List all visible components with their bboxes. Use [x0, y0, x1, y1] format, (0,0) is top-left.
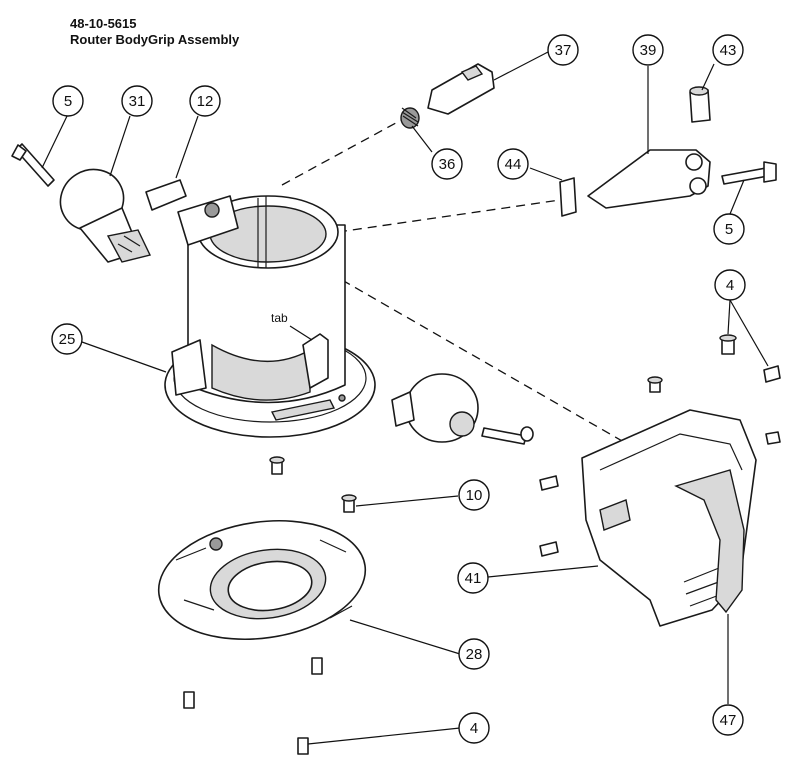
part-4-screws-upper: [647, 334, 781, 445]
callout-41: 41: [457, 562, 489, 594]
loose-screws: [183, 456, 559, 755]
part-36-spring: [400, 107, 420, 129]
part-12-label: [145, 179, 187, 211]
callout-4-lower-label: 4: [470, 720, 478, 737]
callout-4-upper: 4: [714, 269, 746, 301]
callout-44: 44: [497, 148, 529, 180]
callout-5-left: 5: [52, 85, 84, 117]
callout-43: 43: [712, 34, 744, 66]
callout-5-right: 5: [713, 213, 745, 245]
callout-28: 28: [458, 638, 490, 670]
callout-39: 39: [632, 34, 664, 66]
part-31-knob: [59, 168, 152, 263]
callout-12-label: 12: [197, 93, 214, 110]
callout-28-label: 28: [466, 646, 483, 663]
callout-25-label: 25: [59, 331, 76, 348]
callout-37: 37: [547, 34, 579, 66]
callout-5-right-label: 5: [725, 221, 733, 238]
callout-37-label: 37: [555, 42, 572, 59]
part-39-lever: [587, 149, 711, 209]
callout-47-label: 47: [720, 712, 737, 729]
part-47-strap: [674, 469, 745, 614]
side-knob-assembly: [391, 373, 534, 445]
tab-label: tab: [271, 311, 288, 325]
assembly-title: Router BodyGrip Assembly: [70, 32, 240, 47]
callout-44-label: 44: [505, 156, 522, 173]
part-25-housing: [164, 195, 376, 438]
callout-39-label: 39: [640, 42, 657, 59]
part-28-base-plate: [157, 519, 367, 641]
callout-25: 25: [51, 323, 83, 355]
part-44-clip: [559, 177, 577, 217]
callout-36: 36: [431, 148, 463, 180]
callout-5-left-label: 5: [64, 93, 72, 110]
callout-43-label: 43: [720, 42, 737, 59]
part-5-screw-left: [11, 143, 55, 187]
diagram-header: 48-10-5615 Router BodyGrip Assembly: [70, 16, 239, 48]
part-41-grip-shell: [581, 409, 757, 627]
callout-10-label: 10: [466, 487, 483, 504]
part-number: 48-10-5615: [70, 16, 137, 31]
tab-annotation: tab: [271, 311, 313, 341]
callout-12: 12: [189, 85, 221, 117]
leader-lines: [41, 51, 769, 745]
callout-41-label: 41: [465, 570, 482, 587]
callout-31: 31: [121, 85, 153, 117]
part-43-pin: [689, 86, 711, 123]
callout-47: 47: [712, 704, 744, 736]
callout-36-label: 36: [439, 156, 456, 173]
callout-4-upper-label: 4: [726, 277, 734, 294]
callout-10: 10: [458, 479, 490, 511]
callout-31-label: 31: [129, 93, 146, 110]
part-37-latch: [427, 63, 495, 115]
part-5-screw-right: [721, 161, 777, 185]
callout-4-lower: 4: [458, 712, 490, 744]
